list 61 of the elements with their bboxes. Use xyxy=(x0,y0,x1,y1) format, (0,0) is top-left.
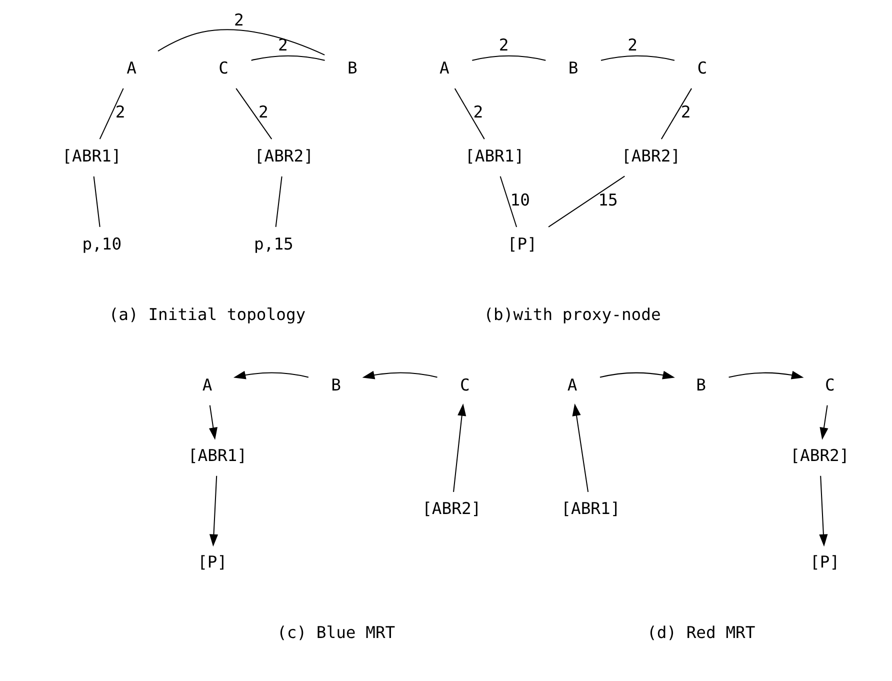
node-text: p,10 xyxy=(82,234,122,254)
node-text: [ABR1] xyxy=(188,446,247,466)
node-text: A xyxy=(567,375,578,394)
connector xyxy=(99,88,124,140)
node-text: C xyxy=(697,58,708,78)
edge-label: 2 xyxy=(473,102,484,122)
label: (b)with proxy-node xyxy=(484,304,661,324)
arrow xyxy=(209,476,218,547)
edge-label: 2 xyxy=(628,36,638,55)
node-text: [P] xyxy=(810,552,840,572)
label: (a) Initial topology xyxy=(108,304,306,324)
edge-label: 2 xyxy=(498,36,509,55)
arrow xyxy=(453,404,466,492)
edge-label: 10 xyxy=(510,190,530,210)
node-text: B xyxy=(348,58,358,78)
connector xyxy=(600,55,675,61)
edge-label: 2 xyxy=(258,102,268,122)
edge-label: 2 xyxy=(115,102,126,122)
node-text: p,15 xyxy=(254,234,294,254)
node-text: [ABR2] xyxy=(621,146,681,166)
node-text: C xyxy=(218,58,229,78)
edge-label: 15 xyxy=(598,190,618,210)
node-text: [ABR2] xyxy=(790,446,850,466)
connector xyxy=(251,55,325,61)
node-text: A xyxy=(440,58,450,78)
label: (d) Red MRT xyxy=(646,622,756,642)
edge-label: 2 xyxy=(234,10,244,30)
arrow xyxy=(600,370,675,380)
label: (c) Blue MRT xyxy=(277,622,396,642)
arrow xyxy=(208,405,218,440)
arrow xyxy=(233,370,309,380)
node-text: [P] xyxy=(198,552,228,572)
arrow xyxy=(362,370,438,380)
connector xyxy=(275,176,282,228)
connector xyxy=(472,55,546,61)
node-text: A xyxy=(202,375,212,394)
node-text: B xyxy=(331,375,342,394)
node-text: A xyxy=(126,58,137,78)
node-text: B xyxy=(568,58,578,78)
connector xyxy=(93,176,100,228)
connector xyxy=(236,88,272,140)
arrow xyxy=(572,404,589,492)
connector xyxy=(158,29,325,56)
node-text: [ABR2] xyxy=(422,499,482,518)
node-text: [P] xyxy=(507,234,537,254)
node-text: [ABR1] xyxy=(465,146,524,166)
arrow xyxy=(728,370,804,380)
node-text: C xyxy=(825,375,835,394)
node-text: B xyxy=(696,375,706,394)
edge-label: 2 xyxy=(680,102,691,122)
arrow xyxy=(819,476,828,547)
edge-label: 2 xyxy=(278,36,288,55)
connector xyxy=(500,176,518,228)
arrow xyxy=(820,405,828,440)
connector xyxy=(548,176,625,228)
node-text: [ABR1] xyxy=(62,146,122,166)
node-text: [ABR2] xyxy=(254,146,314,166)
connector xyxy=(454,88,485,140)
connector xyxy=(660,88,692,140)
node-text: [ABR1] xyxy=(561,499,620,518)
node-text: C xyxy=(460,375,470,394)
